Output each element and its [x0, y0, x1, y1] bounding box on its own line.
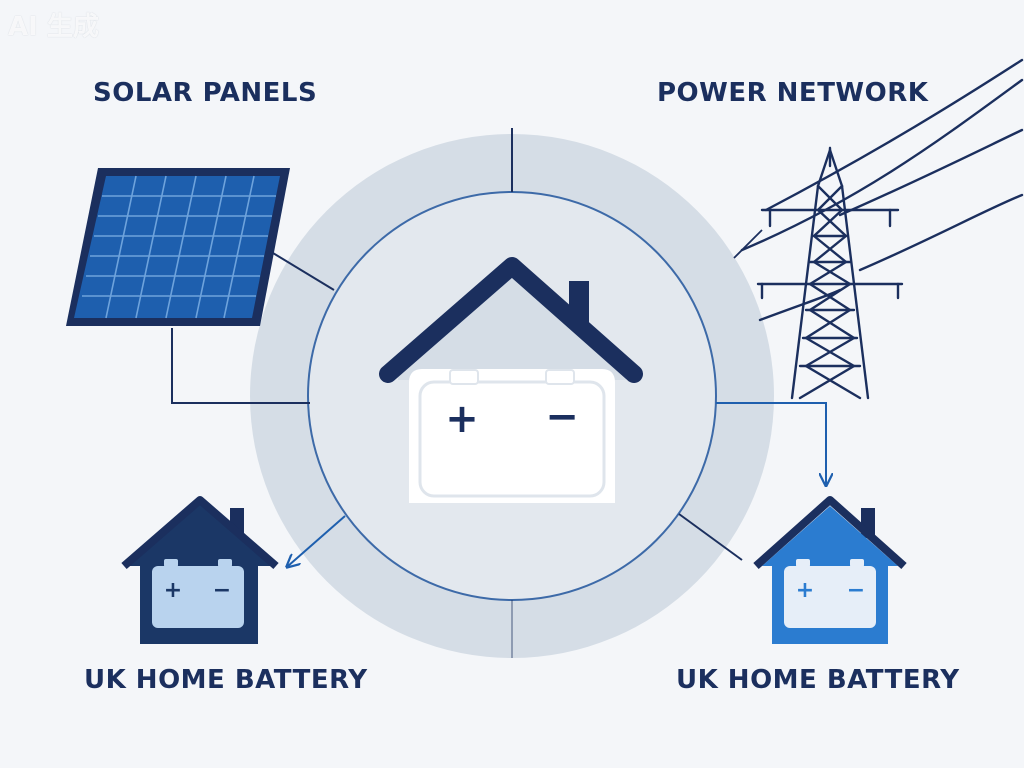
solar-panels-label: SOLAR PANELS — [93, 78, 318, 108]
power-network-label: POWER NETWORK — [657, 78, 929, 108]
battery-minus-sign: − — [545, 394, 579, 440]
battery-plus-sign: + — [445, 396, 479, 442]
arrow-to-right-battery — [716, 402, 826, 484]
connector-hub-to-right — [678, 513, 743, 561]
connector-network-to-hub — [733, 229, 763, 259]
right-battery-minus-sign: − — [847, 578, 865, 603]
right-home-battery-label: UK HOME BATTERY — [676, 665, 960, 695]
arrow-to-left-battery — [288, 515, 346, 566]
solar-panel-icon — [66, 168, 290, 326]
right-battery-plus-sign: + — [796, 578, 814, 603]
connectors — [171, 229, 826, 566]
connector-solar-down — [171, 328, 310, 404]
ai-generated-watermark: AI 生成 — [8, 12, 99, 42]
center-home-battery-icon: + − — [379, 257, 643, 503]
connector-solar-to-hub — [267, 249, 335, 291]
left-home-battery-icon: + − — [121, 496, 279, 644]
left-home-battery-label: UK HOME BATTERY — [84, 665, 368, 695]
left-battery-plus-sign: + — [164, 578, 182, 603]
left-battery-minus-sign: − — [213, 578, 231, 603]
right-home-battery-icon: + − — [753, 496, 907, 644]
transmission-tower-icon — [740, 58, 1024, 400]
